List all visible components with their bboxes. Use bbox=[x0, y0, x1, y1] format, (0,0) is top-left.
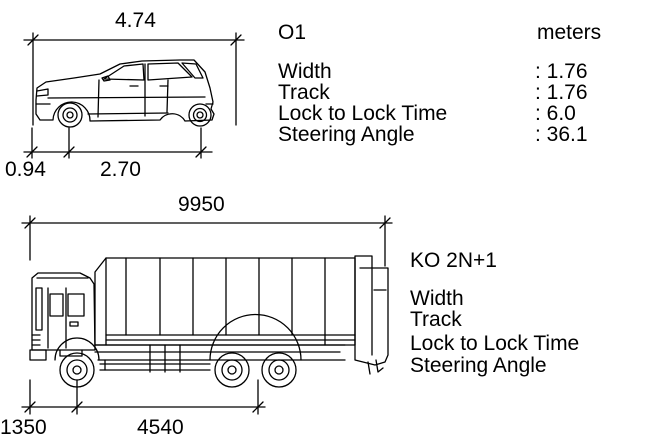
truck-cab-window-front bbox=[49, 293, 64, 317]
car-headlight bbox=[36, 88, 49, 97]
truck-front-overhang-label: 1350 bbox=[0, 416, 47, 439]
truck-rear-wheel-2 bbox=[261, 352, 297, 388]
car-front-window bbox=[103, 63, 145, 81]
car-length-label: 4.74 bbox=[115, 9, 156, 32]
car-front-overhang-label: 0.94 bbox=[5, 158, 46, 181]
car-spec-width-value: : 1.76 bbox=[535, 60, 588, 83]
car-rear-window bbox=[147, 62, 193, 81]
truck-spec-steering-name: Steering Angle bbox=[410, 354, 547, 377]
car-side-mirror bbox=[101, 75, 111, 82]
car-spec-lock-value: : 6.0 bbox=[535, 102, 576, 125]
truck-cab-step bbox=[59, 349, 83, 357]
car-front-wheel bbox=[57, 102, 83, 128]
truck-wheelbase-label: 4540 bbox=[137, 416, 184, 439]
car-spec-width-name: Width bbox=[278, 60, 332, 83]
car-units: meters bbox=[537, 21, 602, 44]
truck-dimension-lines bbox=[21, 215, 393, 415]
truck-door-handle bbox=[69, 321, 79, 327]
truck-rear-hook bbox=[375, 359, 384, 373]
truck-spec-lock-name: Lock to Lock Time bbox=[410, 332, 580, 355]
truck-front-wheel bbox=[59, 352, 95, 388]
car-spec-steering-name: Steering Angle bbox=[278, 123, 415, 146]
car-spec-steering-value: : 36.1 bbox=[535, 123, 588, 146]
truck-cab-window-rear bbox=[67, 293, 85, 317]
car-dimension-lines bbox=[23, 32, 245, 159]
truck-side-view bbox=[29, 255, 389, 388]
truck-tailgate bbox=[354, 255, 389, 366]
car-spec-track-name: Track bbox=[278, 81, 330, 104]
truck-grille bbox=[31, 334, 41, 346]
car-spec-track-value: : 1.76 bbox=[535, 81, 588, 104]
car-front-door-line bbox=[97, 79, 100, 118]
car-sill-line bbox=[87, 112, 169, 115]
truck-spec-track-name: Track bbox=[410, 308, 462, 331]
car-rear-wheel bbox=[188, 103, 212, 127]
truck-spec-width-name: Width bbox=[410, 287, 464, 310]
car-wheelbase-label: 2.70 bbox=[100, 158, 141, 181]
car-spec-lock-name: Lock to Lock Time bbox=[278, 102, 448, 125]
car-side-view bbox=[35, 59, 215, 128]
truck-length-label: 9950 bbox=[178, 193, 225, 216]
truck-windshield bbox=[35, 287, 43, 331]
truck-code: KO 2N+1 bbox=[410, 249, 497, 272]
truck-rear-wheel-1 bbox=[214, 352, 250, 388]
truck-rear-step bbox=[367, 361, 371, 375]
truck-body-outline bbox=[94, 257, 356, 346]
truck-front-bumper bbox=[29, 349, 47, 361]
truck-side-guard bbox=[99, 363, 211, 371]
truck-cab-outline bbox=[31, 272, 96, 351]
car-code: O1 bbox=[278, 21, 307, 44]
car-belt-line bbox=[47, 96, 206, 99]
car-rear-quarter bbox=[181, 62, 204, 79]
car-body-outline bbox=[35, 59, 215, 122]
